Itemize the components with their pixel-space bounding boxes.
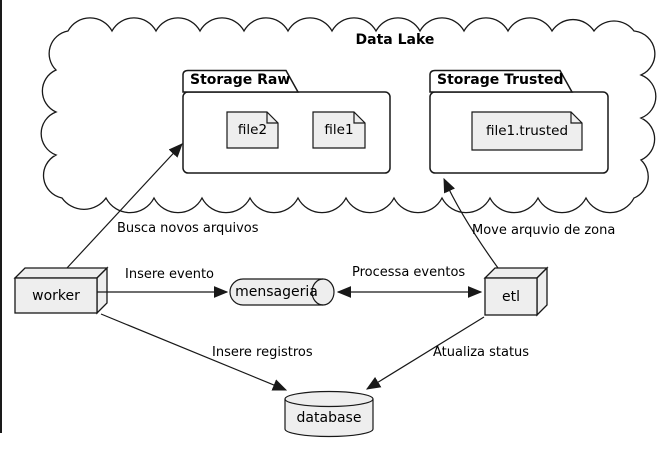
edge-label-processa-eventos: Processa eventos	[352, 265, 466, 280]
worker-label: worker	[32, 287, 80, 304]
file-fold-icon	[570, 112, 582, 124]
edge-label-atualiza-status: Atualiza status	[433, 345, 530, 360]
file-node-file2	[226, 111, 279, 149]
package-storage-trusted-label: Storage Trusted	[437, 72, 564, 88]
etl-label: etl	[502, 288, 520, 305]
arrow-worker-to-storage-raw	[66, 143, 183, 269]
database-rim	[284, 398, 374, 408]
edge-label-insere-evento: Insere evento	[125, 267, 215, 282]
node-etl	[483, 266, 549, 317]
edge-label-busca-novos-arquivos: Busca novos arquivos	[117, 221, 259, 236]
node-worker	[13, 266, 109, 315]
arrow-etl-to-database	[365, 316, 485, 390]
mensageria-label: mensageria	[235, 283, 318, 300]
file-node-file1-trusted	[471, 111, 583, 151]
data-lake-title: Data Lake	[355, 32, 435, 48]
package-storage-raw-label: Storage Raw	[190, 72, 291, 88]
database-node	[284, 390, 374, 438]
edge-label-insere-registros: Insere registros	[212, 345, 313, 360]
arrow-etl-to-storage-trusted	[443, 177, 499, 269]
window-left-border	[0, 0, 2, 433]
file-fold-icon	[353, 112, 365, 124]
file-fold-icon	[266, 112, 278, 124]
file-label-file1: file1	[324, 122, 354, 138]
file-label-file1-trusted: file1.trusted	[485, 123, 569, 139]
queue-end-cap	[311, 278, 324, 306]
edge-label-move-arquvio-de-zona: Move arquvio de zona	[472, 223, 616, 238]
arrow-worker-to-database	[100, 313, 288, 391]
queue-mensageria	[229, 278, 335, 306]
package-storage-raw-tab	[182, 69, 300, 93]
file-node-file1	[312, 111, 366, 149]
database-label: database	[296, 410, 362, 426]
package-storage-trusted-tab	[429, 69, 574, 93]
file-label-file2: file2	[237, 122, 268, 138]
